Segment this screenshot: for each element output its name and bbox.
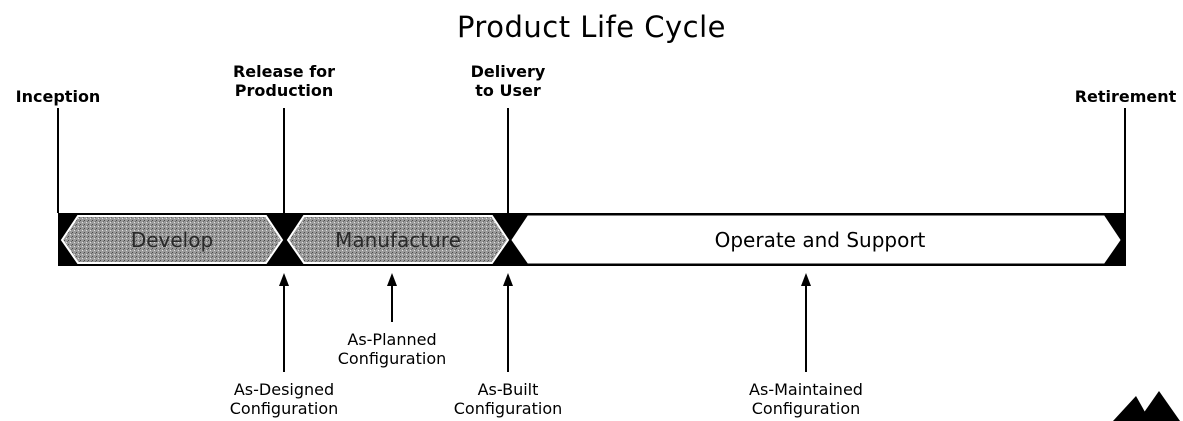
as-built-arrow — [503, 273, 513, 372]
config-as-built-label: As-Built Configuration — [453, 380, 563, 418]
double-peak-logo-icon — [1113, 391, 1180, 421]
as-maintained-arrow — [801, 273, 811, 372]
milestone-inception-label: Inception — [15, 87, 101, 106]
milestone-release-label: Release for Production — [232, 62, 336, 100]
milestone-retirement-label: Retirement — [1074, 87, 1177, 106]
as-designed-arrow — [279, 273, 289, 372]
config-as-maintained-label: As-Maintained Configuration — [749, 380, 863, 418]
operate-phase-shape — [511, 215, 1121, 264]
diagram-title: Product Life Cycle — [456, 10, 727, 44]
config-as-planned-label: As-Planned Configuration — [337, 330, 447, 368]
develop-phase-shape — [60, 215, 284, 264]
config-as-designed-label: As-Designed Configuration — [229, 380, 339, 418]
phase-develop-label: Develop — [130, 228, 214, 252]
milestone-delivery-label: Delivery to User — [470, 62, 546, 100]
manufacture-phase-shape — [286, 215, 510, 264]
as-planned-arrow — [387, 273, 397, 322]
phase-operate-label: Operate and Support — [714, 228, 926, 252]
phase-manufacture-label: Manufacture — [335, 228, 461, 252]
